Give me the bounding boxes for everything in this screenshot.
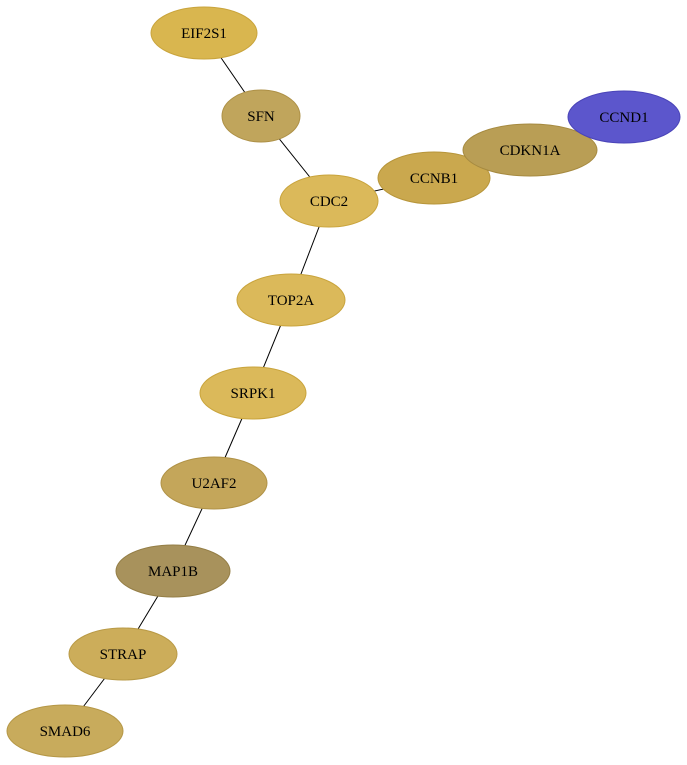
node-shape-sfn: [221, 89, 301, 143]
node-label-smad6: SMAD6: [40, 724, 91, 740]
node-shape-srpk1: [199, 366, 307, 420]
node-u2af2: U2AF2: [160, 456, 268, 510]
node-label-ccnb1: CCNB1: [410, 171, 458, 187]
node-label-cdkn1a: CDKN1A: [500, 143, 561, 159]
node-shape-ccnd1: [567, 90, 681, 144]
node-shape-cdkn1a: [462, 123, 598, 177]
node-label-strap: STRAP: [100, 647, 147, 663]
node-sfn: SFN: [221, 89, 301, 143]
node-label-map1b: MAP1B: [148, 564, 198, 580]
node-shape-map1b: [115, 544, 231, 598]
node-label-u2af2: U2AF2: [191, 476, 236, 492]
node-shape-eif2s1: [150, 6, 258, 60]
node-srpk1: SRPK1: [199, 366, 307, 420]
node-shape-u2af2: [160, 456, 268, 510]
node-ccnb1: CCNB1: [377, 151, 491, 205]
node-label-cdc2: CDC2: [310, 194, 348, 210]
node-cdc2: CDC2: [279, 174, 379, 228]
node-eif2s1: EIF2S1: [150, 6, 258, 60]
node-label-eif2s1: EIF2S1: [181, 26, 227, 42]
node-shape-ccnb1: [377, 151, 491, 205]
node-map1b: MAP1B: [115, 544, 231, 598]
node-label-top2a: TOP2A: [268, 293, 315, 309]
node-shape-top2a: [236, 273, 346, 327]
node-label-ccnd1: CCND1: [599, 110, 648, 126]
node-shape-cdc2: [279, 174, 379, 228]
node-strap: STRAP: [68, 627, 178, 681]
node-smad6: SMAD6: [6, 704, 124, 758]
node-ccnd1: CCND1: [567, 90, 681, 144]
node-shape-strap: [68, 627, 178, 681]
node-cdkn1a: CDKN1A: [462, 123, 598, 177]
node-shape-smad6: [6, 704, 124, 758]
node-label-srpk1: SRPK1: [230, 386, 275, 402]
node-top2a: TOP2A: [236, 273, 346, 327]
node-label-sfn: SFN: [247, 109, 275, 125]
